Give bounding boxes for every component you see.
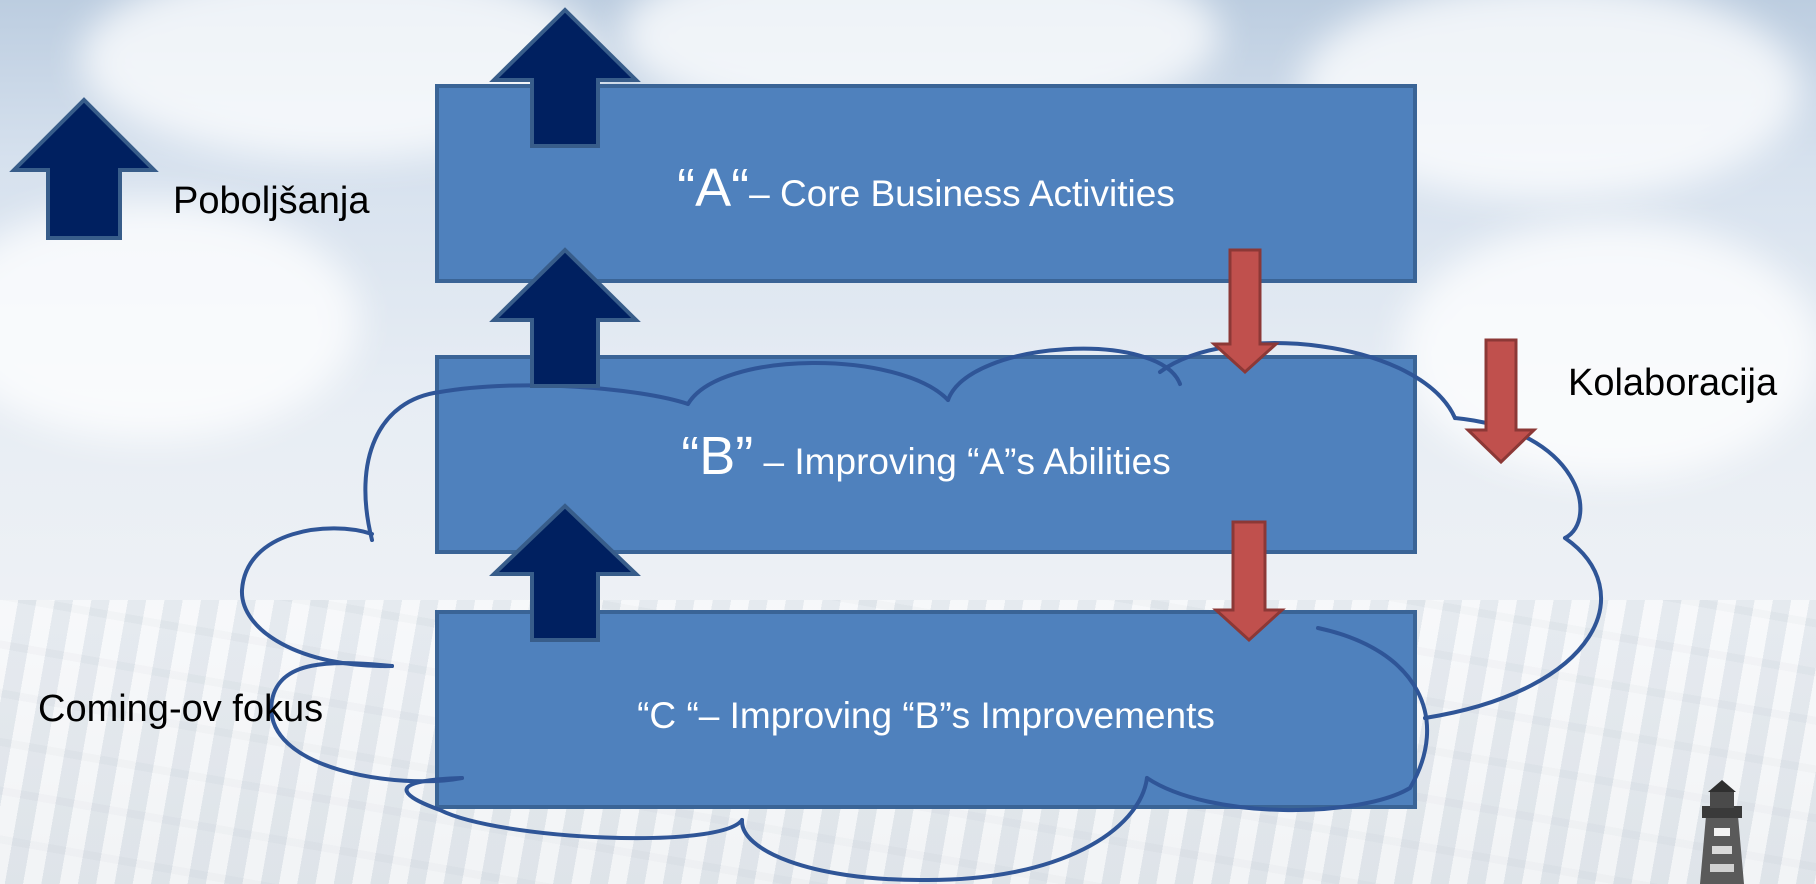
- legend-up-arrow-icon: [9, 97, 159, 240]
- lighthouse-logo: [1700, 780, 1744, 884]
- down-arrow-icon-1: [1210, 248, 1280, 375]
- down-arrow-icon-3: [1212, 520, 1286, 643]
- level-c-label: “– Improving “B”s Improvements: [686, 695, 1214, 736]
- collaboration-label: Kolaboracija: [1568, 362, 1778, 404]
- level-b-text: “B” – Improving “A”s Abilities: [681, 426, 1170, 486]
- down-arrow-icon-2: [1464, 338, 1538, 465]
- level-a-letter: “A“: [677, 158, 749, 218]
- level-c-text: “C “– Improving “B”s Improvements: [637, 695, 1215, 736]
- level-c-box: [435, 610, 1417, 809]
- up-arrow-icon-3: [489, 503, 641, 642]
- up-arrow-icon-2: [489, 247, 641, 388]
- level-b-label: – Improving “A”s Abilities: [753, 441, 1170, 482]
- level-c-quote: “C: [637, 695, 686, 736]
- improvements-label: Poboljšanja: [173, 180, 370, 222]
- up-arrow-icon-1: [489, 7, 641, 148]
- up-arrow-icon: [9, 7, 641, 642]
- level-a-label: – Core Business Activities: [749, 173, 1175, 214]
- level-a-text: “A“– Core Business Activities: [677, 158, 1175, 218]
- focus-cloud: [239, 341, 1603, 883]
- level-b-letter: “B”: [681, 426, 753, 486]
- focus-label: Coming-ov fokus: [38, 688, 324, 730]
